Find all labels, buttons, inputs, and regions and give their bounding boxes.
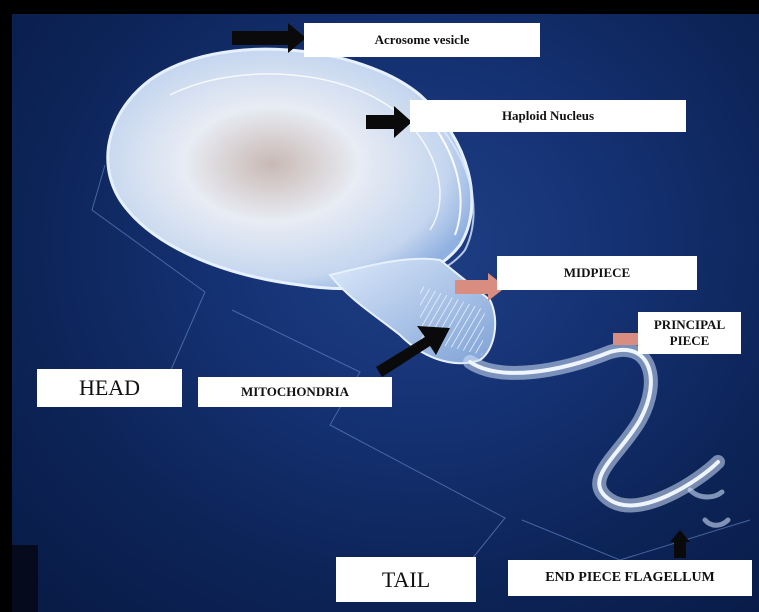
principal-piece-label-line2: PIECE	[670, 333, 710, 349]
principal-piece-label: PRINCIPAL PIECE	[638, 312, 741, 354]
sperm-head	[108, 49, 474, 288]
head-label: HEAD	[37, 369, 182, 407]
acrosome-vesicle-label: Acrosome vesicle	[304, 23, 540, 57]
sperm-tail	[470, 350, 728, 525]
haploid-nucleus-label: Haploid Nucleus	[410, 100, 686, 132]
end-piece-flagellum-label: END PIECE FLAGELLUM	[508, 560, 752, 596]
principal-piece-label-line1: PRINCIPAL	[654, 317, 725, 333]
mitochondria-label: MITOCHONDRIA	[198, 377, 392, 407]
midpiece-label: MIDPIECE	[497, 256, 697, 290]
tail-label: TAIL	[336, 557, 476, 602]
